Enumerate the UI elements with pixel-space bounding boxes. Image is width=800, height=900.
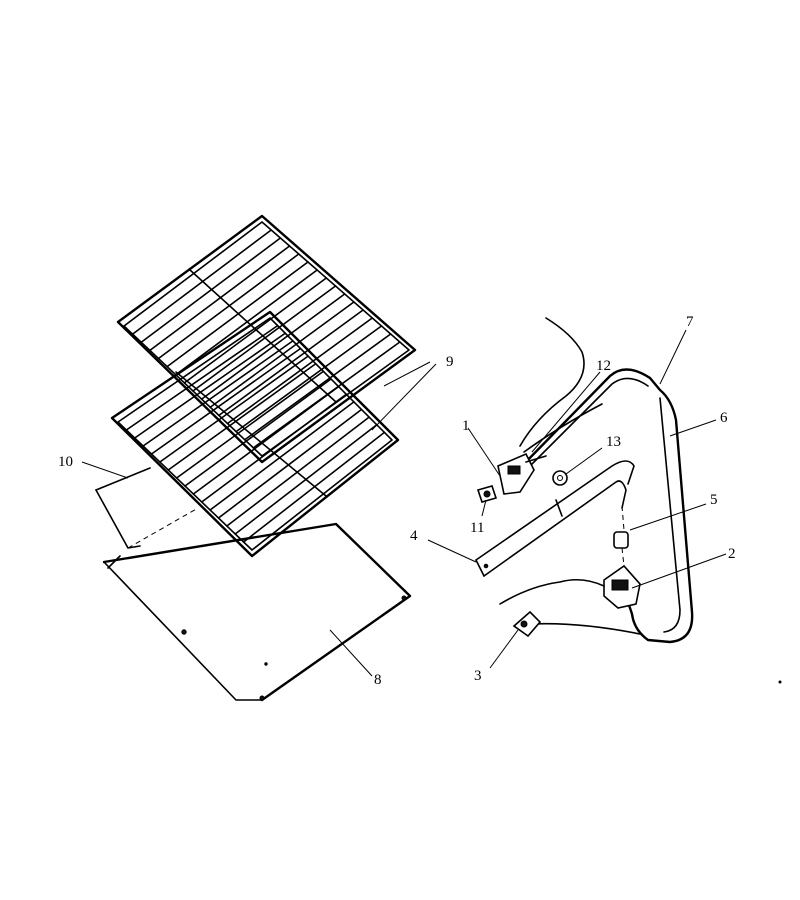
rack-wire: [243, 333, 392, 441]
callout-6: 6: [720, 410, 728, 426]
callout-labels: 1 2 3 4 5 6 7 8 9 10 11 12 13: [58, 314, 736, 688]
rack-wire: [149, 245, 291, 352]
rack-wire: [209, 401, 355, 511]
leader-12: [531, 371, 601, 453]
rack-wire: [131, 229, 272, 335]
speck: [778, 680, 782, 684]
leader-3: [489, 629, 519, 669]
rack-wire: [226, 416, 370, 527]
callout-5: 5: [710, 492, 718, 508]
callout-10: 10: [58, 454, 73, 470]
leader-9b: [371, 363, 437, 431]
leader-10: [81, 461, 129, 479]
oven-burner-tube: [475, 460, 635, 577]
alignment-line: [127, 507, 199, 549]
rack-support-bracket: [95, 467, 151, 549]
rack-wire: [184, 378, 332, 487]
igniter: [497, 452, 547, 495]
rack-wire: [142, 340, 294, 447]
thermostat-bulb-capillary: [518, 368, 694, 644]
rack-wire: [235, 325, 383, 433]
leader-4: [427, 539, 477, 563]
rack-wire: [242, 431, 386, 543]
callout-12: 12: [596, 358, 611, 374]
rack-wire: [140, 237, 282, 344]
rack-wire: [218, 309, 364, 417]
oven-bottom-panel: [102, 522, 412, 702]
rack-wire: [200, 393, 348, 503]
rack-wire: [183, 277, 328, 384]
callout-9: 9: [446, 354, 454, 370]
callout-7: 7: [686, 314, 694, 330]
leader-8: [329, 629, 373, 677]
oven-rack-lower: [110, 310, 400, 558]
oven-rack-upper: [116, 214, 417, 464]
callout-3: 3: [474, 668, 482, 684]
rack-wire: [192, 285, 337, 392]
leader-13: [565, 447, 603, 475]
rack-wire: [226, 317, 374, 425]
leader-11: [481, 499, 487, 517]
rack-wire: [167, 362, 317, 471]
rack-wire: [125, 324, 279, 431]
rack-wire: [192, 385, 340, 495]
leader-lines: [81, 329, 727, 677]
callout-11: 11: [470, 520, 484, 536]
rack-wire: [175, 370, 325, 479]
rack-wire: [217, 408, 363, 519]
rack-wire: [159, 355, 309, 463]
rack-wire: [200, 293, 346, 400]
burner-orifice: [613, 531, 629, 567]
callout-13: 13: [606, 434, 621, 450]
rack-wire: [157, 253, 300, 360]
rack-wire: [133, 332, 287, 439]
rack-wire: [166, 261, 309, 368]
leader-7: [659, 329, 687, 385]
callout-1: 1: [462, 418, 470, 434]
gas-supply-line: [499, 578, 641, 635]
rack-wire: [209, 301, 355, 409]
gas-valve-fitting: [512, 610, 542, 638]
igniter-wire: [519, 317, 603, 453]
leader-2: [631, 553, 727, 589]
leader-5: [629, 503, 707, 531]
leader-6: [669, 419, 717, 437]
callout-2: 2: [728, 546, 736, 562]
safety-valve: [603, 564, 641, 609]
rack-wire: [150, 347, 302, 455]
rack-wire: [174, 269, 318, 376]
callout-4: 4: [410, 528, 418, 544]
callout-8: 8: [374, 672, 382, 688]
leader-9a: [383, 361, 431, 387]
screw-nut: [476, 485, 498, 503]
washer: [552, 470, 568, 486]
leader-1: [467, 427, 501, 477]
